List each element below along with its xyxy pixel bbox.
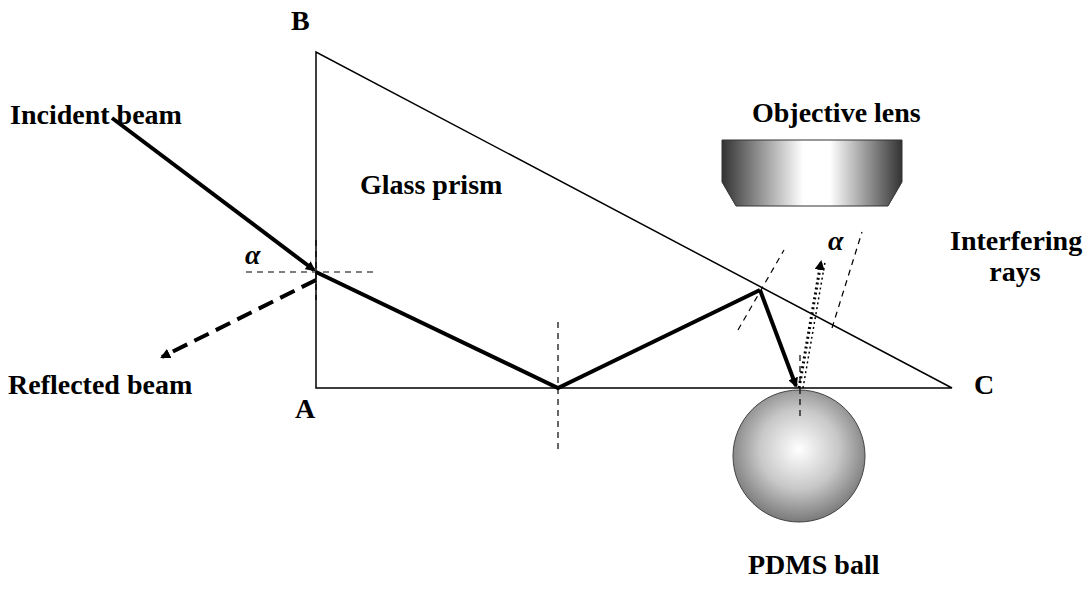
glass-prism: Glass prism bbox=[360, 170, 502, 201]
pdms-ball: PDMS ball bbox=[748, 550, 879, 581]
vertex-label: A bbox=[295, 394, 315, 425]
objective-lens: Objective lens bbox=[752, 98, 921, 129]
node-text: Glass prism bbox=[360, 170, 502, 201]
node-text: Objective lens bbox=[752, 98, 921, 129]
node-text: PDMS ball bbox=[748, 550, 879, 581]
angle-symbol: α bbox=[245, 240, 261, 271]
beam-label: Incident beam bbox=[10, 100, 182, 131]
beam-label: Reflected beam bbox=[8, 370, 192, 401]
rays-label: Interfering rays bbox=[950, 226, 1080, 288]
vertex-label: B bbox=[291, 6, 310, 37]
angle-symbol: α bbox=[828, 226, 844, 257]
vertex-label: C bbox=[974, 370, 994, 401]
